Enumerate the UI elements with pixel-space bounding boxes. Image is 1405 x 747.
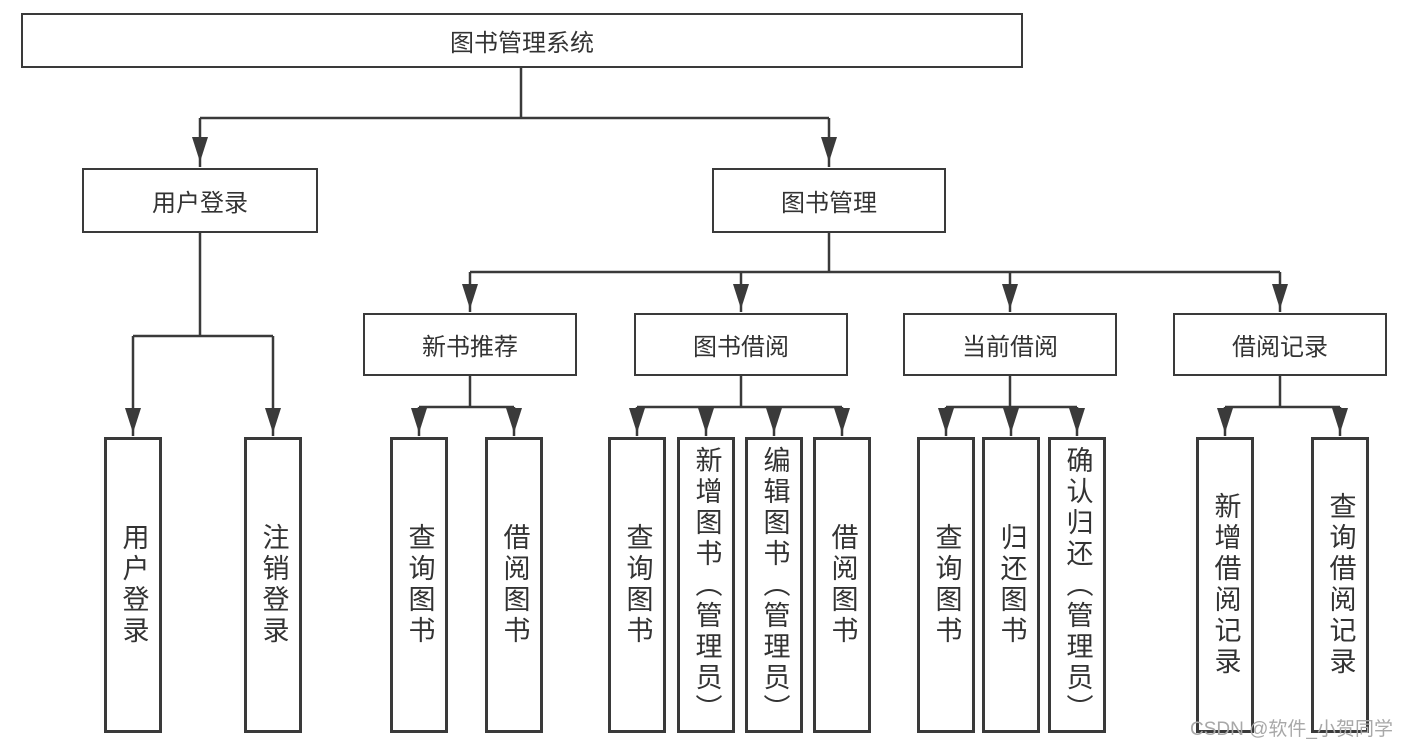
connector-root — [192, 68, 837, 167]
node-label: 图书管理 — [781, 190, 877, 217]
node-leaf-borrow-books-1: 借阅图书 — [485, 437, 543, 733]
connector-book-borrowing — [629, 376, 850, 436]
node-label: 借阅图书 — [499, 523, 530, 647]
connector-book-management — [462, 233, 1288, 312]
connector-new-book-recommend — [411, 376, 522, 436]
node-label: 查询借阅记录 — [1325, 492, 1356, 678]
node-label: 借阅图书 — [827, 523, 858, 647]
node-label: 归还图书 — [996, 523, 1027, 647]
node-label: 新增图书（管理员） — [691, 445, 722, 725]
node-leaf-user-login: 用户登录 — [104, 437, 162, 733]
node-leaf-edit-book-admin: 编辑图书（管理员） — [745, 437, 803, 733]
connector-borrowing-records — [1217, 376, 1348, 436]
node-leaf-borrow-books-2: 借阅图书 — [813, 437, 871, 733]
node-library-management-system: 图书管理系统 — [21, 13, 1023, 68]
node-label: 编辑图书（管理员） — [759, 445, 790, 725]
node-label: 用户登录 — [118, 523, 149, 647]
node-leaf-confirm-return-admin: 确认归还（管理员） — [1048, 437, 1106, 733]
node-label: 图书借阅 — [693, 334, 789, 361]
node-label: 注销登录 — [258, 523, 289, 647]
node-leaf-query-books-3: 查询图书 — [917, 437, 975, 733]
connector-user-login — [125, 233, 281, 436]
node-borrowing-records: 借阅记录 — [1173, 313, 1387, 376]
node-label: 借阅记录 — [1232, 334, 1328, 361]
node-label: 确认归还（管理员） — [1062, 445, 1093, 725]
node-leaf-query-books-2: 查询图书 — [608, 437, 666, 733]
node-leaf-add-borrow-record: 新增借阅记录 — [1196, 437, 1254, 733]
node-leaf-return-book: 归还图书 — [982, 437, 1040, 733]
node-label: 新书推荐 — [422, 334, 518, 361]
node-new-book-recommend: 新书推荐 — [363, 313, 577, 376]
node-leaf-add-book-admin: 新增图书（管理员） — [677, 437, 735, 733]
node-leaf-query-books-1: 查询图书 — [390, 437, 448, 733]
node-label: 图书管理系统 — [450, 30, 594, 57]
watermark-csdn: CSDN @软件_小贺同学 — [1190, 719, 1393, 740]
node-user-login: 用户登录 — [82, 168, 318, 233]
node-label: 用户登录 — [152, 190, 248, 217]
connector-current-borrowing — [938, 376, 1085, 436]
node-book-borrowing: 图书借阅 — [634, 313, 848, 376]
node-label: 新增借阅记录 — [1210, 492, 1241, 678]
node-label: 查询图书 — [404, 523, 435, 647]
node-book-management: 图书管理 — [712, 168, 946, 233]
node-label: 当前借阅 — [962, 334, 1058, 361]
node-current-borrowing: 当前借阅 — [903, 313, 1117, 376]
node-label: 查询图书 — [931, 523, 962, 647]
node-leaf-query-borrow-record: 查询借阅记录 — [1311, 437, 1369, 733]
node-label: 查询图书 — [622, 523, 653, 647]
node-leaf-logout: 注销登录 — [244, 437, 302, 733]
